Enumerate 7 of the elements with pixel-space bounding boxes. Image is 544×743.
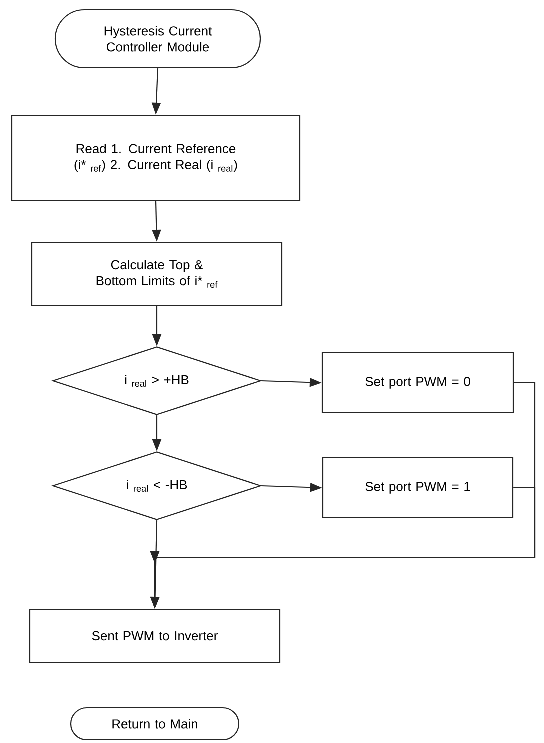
- process-box: Set port PWM = 1: [322, 457, 514, 519]
- terminal-box: Return to Main: [70, 707, 240, 741]
- process-box: Read 1. Current Reference (i* $_{ref}$) 2. Current Real (i $_{real}$): [11, 114, 301, 202]
- process-box: Calculate Top & Bottom Limits of i* $_{ref}$: [31, 242, 283, 306]
- process-box: Set port PWM = 0: [322, 352, 514, 414]
- terminal-box: Hysteresis Current Controller Module: [54, 9, 262, 69]
- process-box: Sent PWM to Inverter: [29, 608, 281, 664]
